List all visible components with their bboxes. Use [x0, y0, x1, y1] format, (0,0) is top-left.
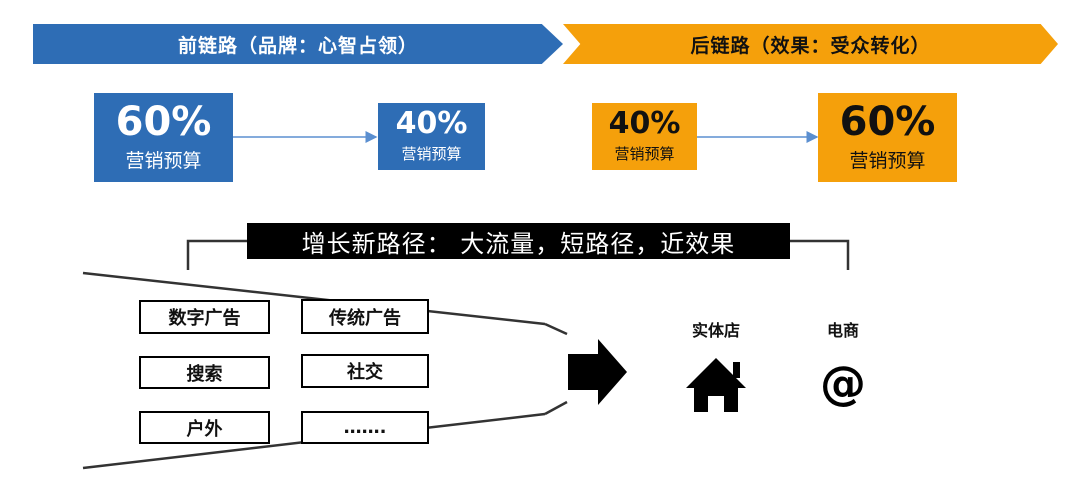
back-budget-end: 60% 营销预算: [818, 93, 957, 182]
front-link-banner: 前链路（品牌：心智占领）: [33, 24, 563, 64]
budget-percent: 40%: [395, 106, 468, 141]
front-budget-end: 40% 营销预算: [378, 103, 485, 170]
channel-digital-ads: 数字广告: [139, 300, 270, 334]
channel-traditional-ads: 传统广告: [301, 299, 429, 334]
channel-outdoor: 户外: [139, 411, 270, 444]
channel-label: …….: [343, 417, 387, 438]
budget-percent: 60%: [839, 99, 936, 145]
house-icon: [686, 358, 746, 412]
funnel-top-line: [82, 271, 546, 326]
at-icon: @: [820, 356, 866, 410]
growth-path-title: 增长新路径： 大流量，短路径，近效果: [247, 223, 790, 259]
channel-label: 社交: [347, 362, 383, 383]
growth-path-title-text: 增长新路径： 大流量，短路径，近效果: [301, 229, 736, 258]
back-budget-start: 40% 营销预算: [592, 103, 697, 170]
title-bracket: [186, 239, 247, 270]
channel-label: 传统广告: [329, 307, 401, 329]
channel-more: …….: [301, 411, 429, 444]
budget-label: 营销预算: [401, 145, 462, 163]
front-budget-start: 60% 营销预算: [94, 93, 233, 182]
back-link-banner-label: 后链路（效果：受众转化）: [690, 34, 931, 57]
back-link-banner: 后链路（效果：受众转化）: [563, 24, 1058, 64]
channel-label: 搜索: [186, 363, 223, 385]
budget-label: 营销预算: [849, 150, 926, 172]
channel-label: 户外: [186, 418, 223, 440]
budget-label: 营销预算: [125, 150, 202, 172]
budget-percent: 40%: [608, 106, 681, 141]
budget-label: 营销预算: [614, 145, 675, 163]
channel-label: 数字广告: [168, 308, 241, 329]
budget-percent: 60%: [115, 99, 212, 145]
right-arrow-icon: [568, 339, 627, 405]
store-label: 实体店: [691, 321, 740, 340]
channel-search: 搜索: [139, 356, 270, 389]
front-link-banner-label: 前链路（品牌：心智占领）: [177, 34, 418, 57]
ecommerce-label: 电商: [826, 321, 859, 340]
channel-social: 社交: [301, 354, 429, 388]
